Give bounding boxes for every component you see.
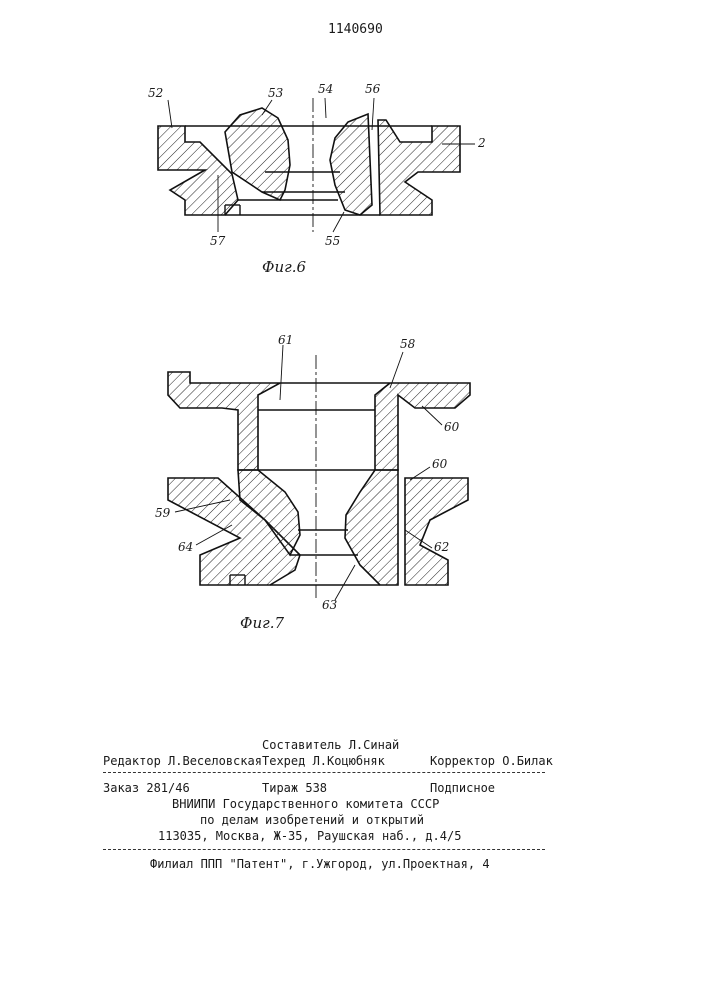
fig7-label-63: 63 (322, 598, 337, 612)
fig7-right-lower-flange (405, 478, 468, 585)
colophon-divider-2 (103, 849, 545, 850)
colophon-org-line-2: по делам изобретений и открытий (200, 813, 424, 827)
fig7-label-58: 58 (400, 337, 415, 351)
colophon-proofreader: Корректор О.Билак (430, 754, 553, 768)
colophon-tech-editor: Техред Л.Коцюбняк (262, 754, 385, 768)
colophon-circulation: Тираж 538 (262, 781, 327, 795)
colophon-compiler: Составитель Л.Синай (262, 738, 399, 752)
colophon-org-line-1: ВНИИПИ Государственного комитета СССР (172, 797, 439, 811)
fig7-label-59: 59 (155, 506, 170, 520)
fig7-label-61: 61 (278, 333, 293, 347)
colophon-branch: Филиал ППП "Патент", г.Ужгород, ул.Проек… (150, 857, 490, 871)
fig7-label-60-lower: 60 (432, 457, 447, 471)
fig7-label-62: 62 (434, 540, 449, 554)
colophon-divider-1 (103, 772, 545, 773)
colophon-address: 113035, Москва, Ж-35, Раушская наб., д.4… (158, 829, 461, 843)
fig7-label-60-upper: 60 (444, 420, 459, 434)
fig7-caption: Фиг.7 (240, 614, 284, 632)
fig7-label-64: 64 (178, 540, 193, 554)
colophon-subscription: Подписное (430, 781, 495, 795)
colophon-order: Заказ 281/46 (103, 781, 190, 795)
colophon-editor: Редактор Л.Веселовская (103, 754, 262, 768)
fig7-upper-body (168, 372, 470, 470)
